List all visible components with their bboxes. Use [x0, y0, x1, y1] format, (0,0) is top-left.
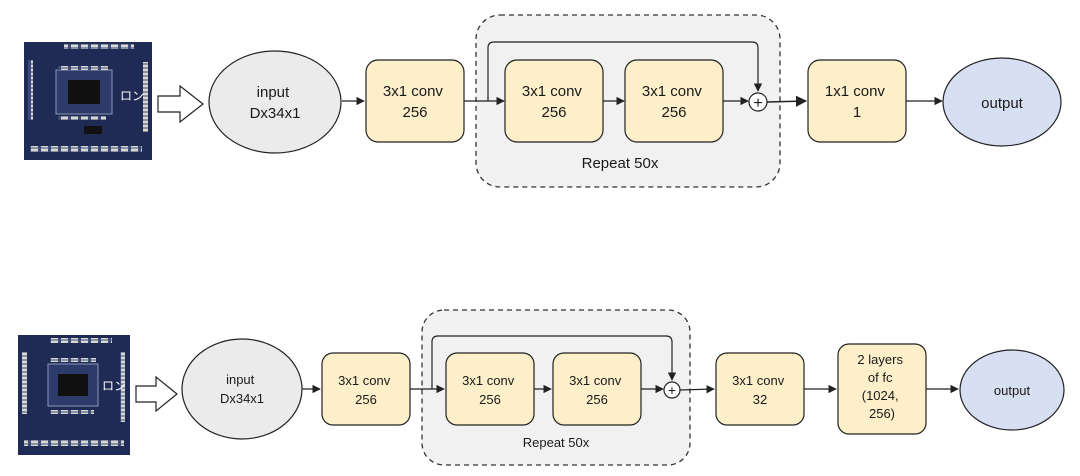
mahjong-board-image: ロン [18, 335, 130, 455]
res-conv-a-channels: 256 [541, 104, 566, 121]
repeat-label: Repeat 50x [523, 435, 590, 450]
conv1-channels: 256 [355, 392, 377, 407]
res-conv-a-label: 3x1 conv [522, 83, 583, 100]
fc-line-2: of fc [868, 370, 893, 385]
ron-label: ロン [102, 379, 126, 393]
fc-line-4: 256) [869, 406, 895, 421]
res-conv-b-label: 3x1 conv [569, 373, 622, 388]
svg-text:3x1 conv 256: 3x1 conv 256 [338, 373, 394, 407]
skip-connection [487, 41, 763, 101]
svg-text:input Dx34x1: input Dx34x1 [220, 372, 264, 406]
add-symbol: + [668, 382, 676, 398]
conv1-block [365, 59, 465, 143]
conv-out-label: 3x1 conv [732, 373, 785, 388]
res-conv-a-label: 3x1 conv [462, 373, 515, 388]
input-node-label: input [226, 372, 255, 387]
res-conv-b-channels: 256 [661, 104, 686, 121]
res-conv-a-block [504, 59, 604, 143]
conv-out-block [807, 59, 907, 143]
input-hollow-arrow [135, 375, 178, 413]
fc-line-1: 2 layers [857, 352, 903, 367]
conv-out-label: 1x1 conv [825, 83, 886, 100]
input-node [208, 50, 342, 154]
svg-text:3x1 conv 256: 3x1 conv 256 [522, 83, 586, 121]
svg-text:1x1 conv 1: 1x1 conv 1 [825, 83, 889, 121]
conv1-block [321, 352, 411, 426]
svg-text:3x1 conv 32: 3x1 conv 32 [732, 373, 788, 407]
output-node [942, 57, 1062, 147]
conv1-channels: 256 [402, 104, 427, 121]
repeat-label: Repeat 50x [582, 155, 659, 172]
input-node-label: input [257, 84, 290, 101]
svg-text:2 layers of fc (10: 2 layers of fc (1024, 256) [857, 352, 906, 421]
res-conv-b-block [552, 352, 642, 426]
diagram-1: ロン input Dx34x1 3x1 conv 256 3x1 conv 25… [24, 14, 1062, 188]
conv1-label: 3x1 conv [383, 83, 444, 100]
input-node [181, 338, 303, 440]
res-conv-a-channels: 256 [479, 392, 501, 407]
add-symbol: + [753, 95, 762, 112]
svg-text:3x1 conv 256: 3x1 conv 256 [642, 83, 706, 121]
res-conv-a-block [445, 352, 535, 426]
output-label: output [994, 383, 1031, 398]
res-conv-b-channels: 256 [586, 392, 608, 407]
res-conv-b-label: 3x1 conv [642, 83, 703, 100]
conv-out-block [715, 352, 805, 426]
output-label: output [981, 95, 1024, 112]
conv-out-channels: 32 [753, 392, 767, 407]
skip-connection [431, 335, 677, 389]
conv1-label: 3x1 conv [338, 373, 391, 388]
output-node [959, 349, 1065, 431]
input-node-shape: Dx34x1 [220, 391, 264, 406]
fc-line-3: (1024, [862, 388, 899, 403]
svg-text:input Dx34x1: input Dx34x1 [250, 84, 301, 122]
diagram-2: ロン input Dx34x1 3x1 conv 256 3x1 conv 25… [18, 309, 1065, 466]
svg-text:3x1 conv 256: 3x1 conv 256 [569, 373, 625, 407]
svg-text:3x1 conv 256: 3x1 conv 256 [383, 83, 447, 121]
svg-text:3x1 conv 256: 3x1 conv 256 [462, 373, 518, 407]
res-conv-b-block [624, 59, 724, 143]
input-hollow-arrow [157, 84, 204, 124]
mahjong-board-image: ロン [24, 42, 152, 160]
ron-label: ロン [120, 89, 144, 103]
input-node-shape: Dx34x1 [250, 105, 301, 122]
conv-out-channels: 1 [853, 104, 861, 121]
